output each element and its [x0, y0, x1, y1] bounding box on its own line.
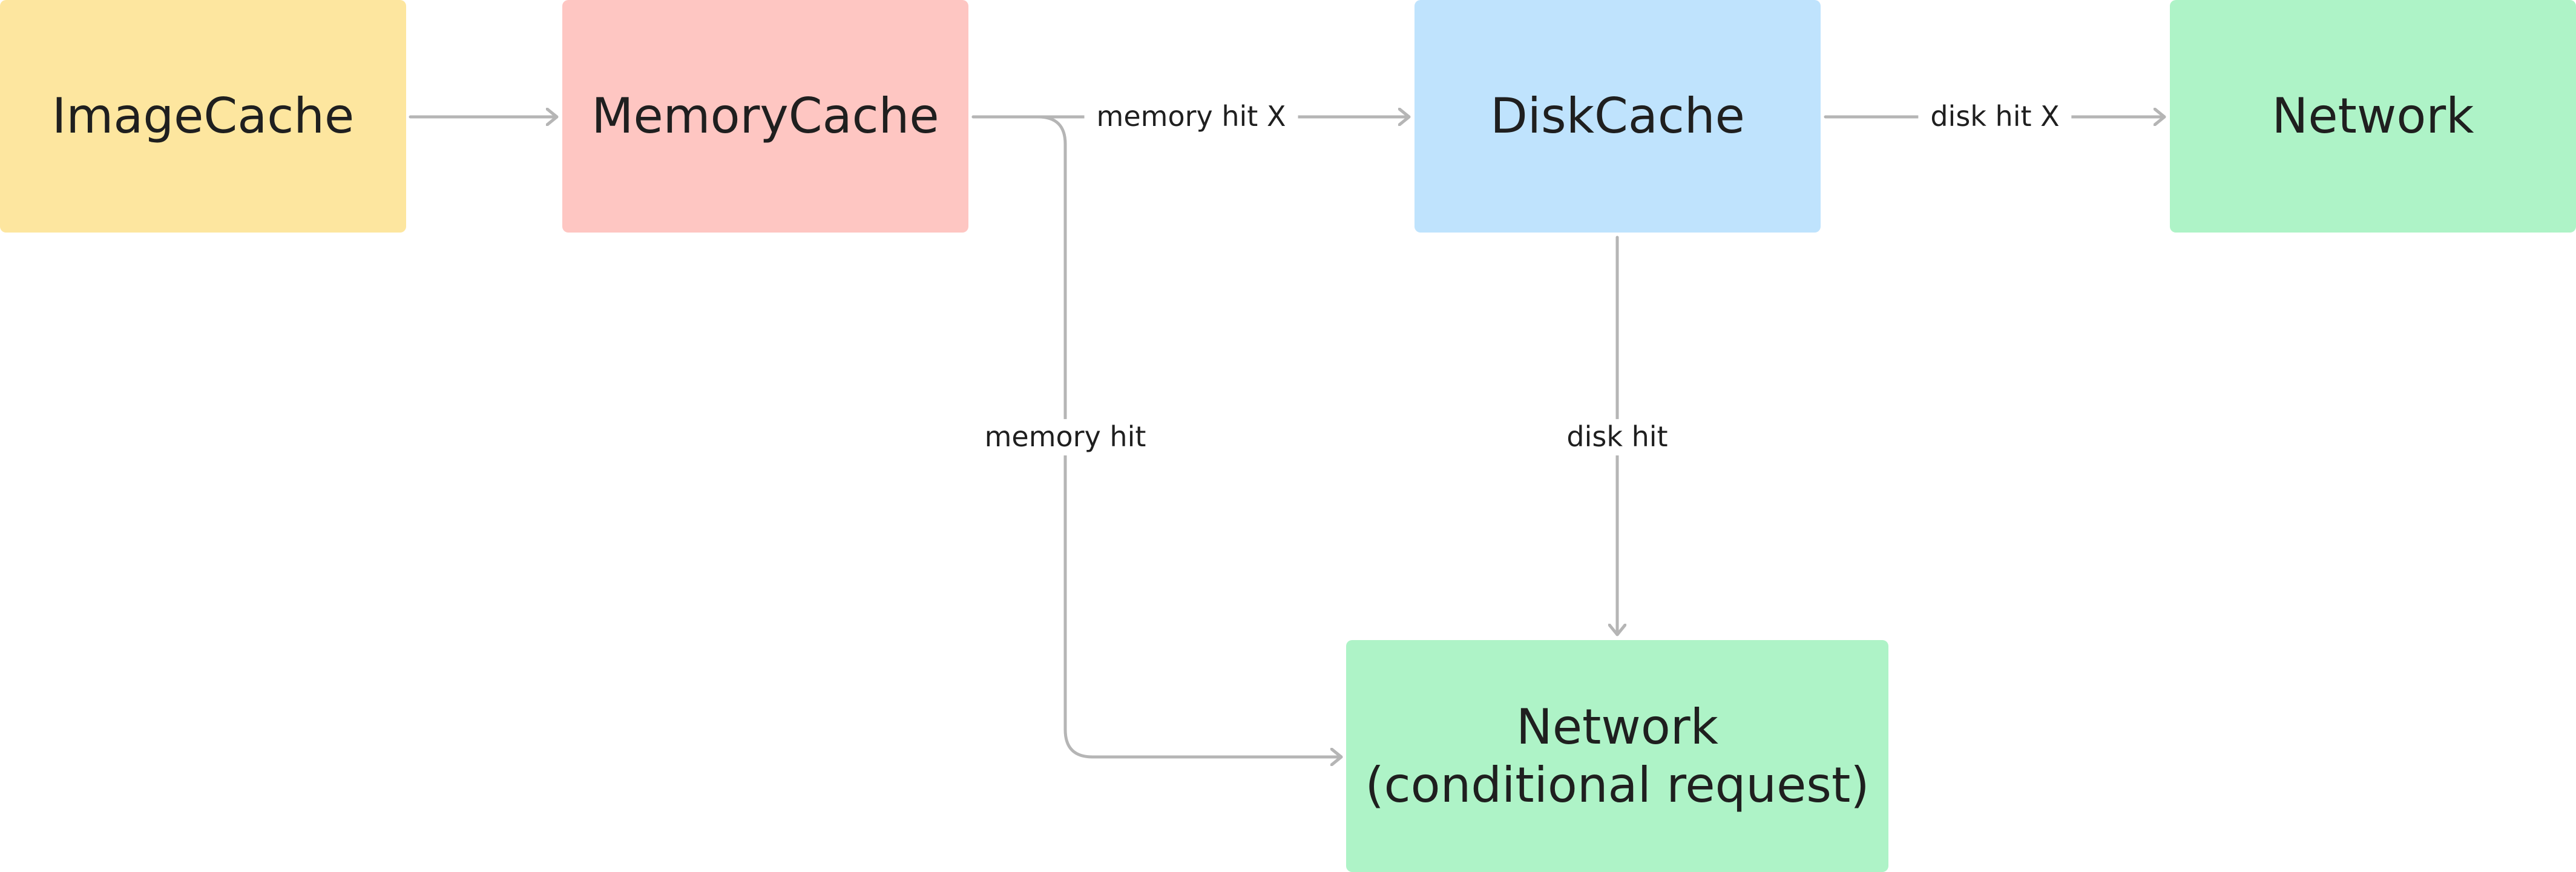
- edge-label-disk-miss: disk hit X: [1918, 99, 2072, 135]
- network-conditional-label-line1: Network: [1516, 698, 1719, 755]
- diskcache-label: DiskCache: [1490, 88, 1745, 144]
- imagecache-node: ImageCache: [0, 0, 406, 233]
- imagecache-label: ImageCache: [51, 88, 355, 144]
- memorycache-label: MemoryCache: [591, 88, 939, 144]
- network-conditional-label-line2: (conditional request): [1365, 756, 1870, 813]
- network-label: Network: [2272, 88, 2474, 144]
- memorycache-node: MemoryCache: [562, 0, 968, 233]
- network-conditional-node: Network (conditional request): [1346, 640, 1888, 872]
- network-node: Network: [2170, 0, 2576, 233]
- edge-label-disk-hit: disk hit: [1554, 419, 1680, 455]
- edge-label-memory-miss: memory hit X: [1084, 99, 1298, 135]
- diskcache-node: DiskCache: [1414, 0, 1821, 233]
- edge-label-memory-hit: memory hit: [972, 419, 1158, 455]
